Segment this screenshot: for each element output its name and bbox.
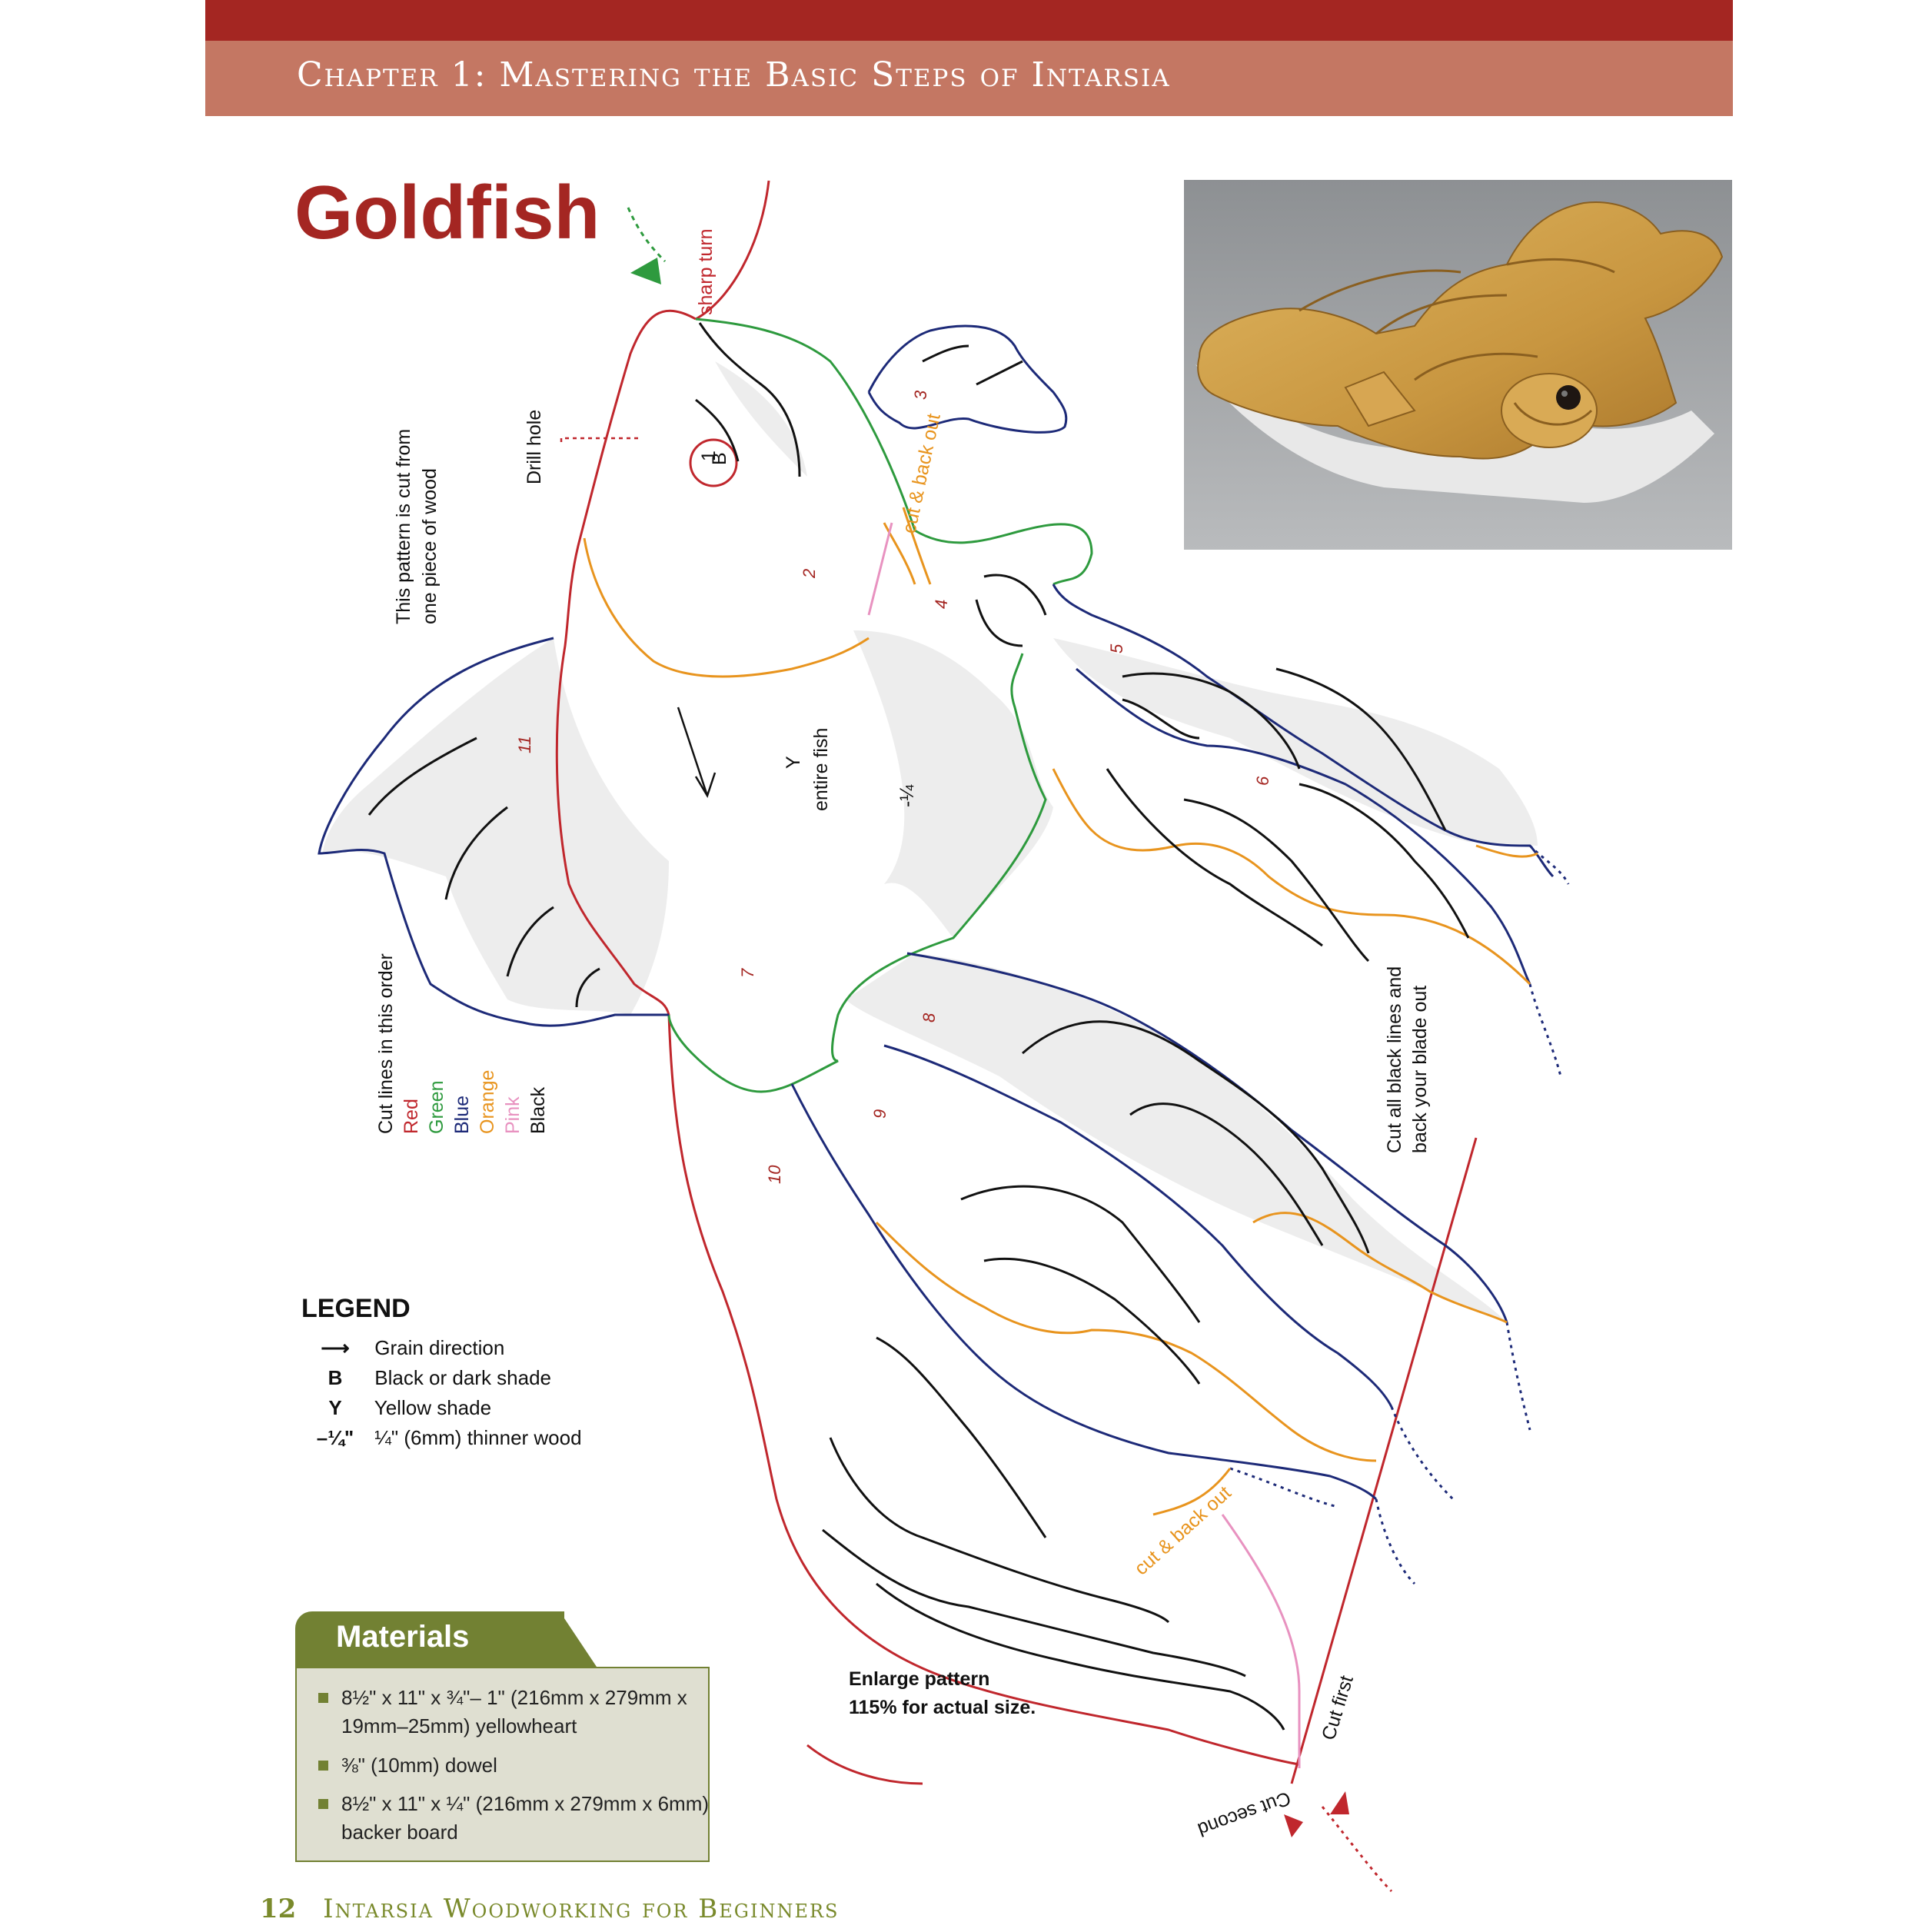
piece-number-2: 2 [800,569,819,579]
grain-direction-arrow [677,707,717,798]
cut-back-out-label-top: cut & back out [898,411,944,535]
one-piece-note-line1: This pattern is cut from [393,429,414,624]
pattern-shading [323,361,1538,1322]
legend-row-black: B Black or dark shade [301,1366,551,1390]
cut-first-arrow [1330,1791,1349,1814]
drill-hole-leader [560,437,638,442]
legend-text: ¼" (6mm) thinner wood [374,1426,582,1449]
piece-number-6: 6 [1253,776,1272,786]
legend-row-thinner: –¼" ¼" (6mm) thinner wood [301,1426,582,1450]
cut-order-orange: Orange [477,1070,498,1134]
square-bullet-icon [318,1693,328,1703]
piece-number-10: 10 [765,1165,784,1184]
cut-order-list: Cut lines in this order Red Green Blue O… [375,953,549,1134]
square-bullet-icon [318,1761,328,1771]
piece-number-7: 7 [738,968,757,978]
piece-number-8: 8 [919,1013,939,1023]
orange-cut-lines [583,522,1538,1516]
one-piece-note-line2: one piece of wood [419,468,441,624]
legend-title: LEGEND [301,1294,411,1323]
enlarge-line2: 115% for actual size. [849,1697,1036,1718]
legend-row-yellow: Y Yellow shade [301,1396,491,1420]
cut-second-arrow [1284,1814,1303,1837]
green-start-dotted [627,207,667,263]
cut-order-pink: Pink [502,1096,524,1134]
green-start-arrow [630,258,661,284]
cut-second-label: Cut second [1195,1787,1293,1841]
pink-cut-lines [867,522,1301,1768]
materials-tab [295,1611,564,1667]
legend: LEGEND ⟶ Grain direction B Black or dark… [301,1294,582,1449]
cut-order-green: Green [426,1081,447,1134]
sharp-turn-label: sharp turn [695,228,717,315]
materials-title: Materials [336,1620,470,1654]
chapter-title: Chapter 1: Mastering the Basic Steps of … [297,55,1171,95]
cut-black-lines-note-line2: back your blade out [1409,986,1431,1153]
entire-fish-y: Y [783,756,804,769]
drill-hole-shade: B [709,452,730,465]
piece-number-4: 4 [932,600,951,609]
cut-back-out-label-bottom: cut & back out [1130,1482,1235,1580]
square-bullet-icon [318,1799,328,1809]
cut-order-blue: Blue [451,1096,473,1134]
enlarge-line1: Enlarge pattern [849,1668,990,1690]
page-footer: 12 Intarsia Woodworking for Beginners [260,1894,839,1924]
blue-cut-lines [318,324,1555,1501]
piece-number-3: 3 [911,390,930,400]
page-title: Goldfish [294,170,600,254]
red-end-dotted [1321,1806,1393,1893]
legend-symbol: Y [328,1396,342,1419]
cut-order-black: Black [527,1086,549,1134]
orange-back-out-line [902,507,932,585]
black-cut-lines [367,322,1470,1731]
green-cut-lines [667,318,1093,1093]
legend-row-grain: ⟶ Grain direction [301,1336,504,1360]
goldfish-photo [1184,180,1732,550]
legend-symbol: B [328,1366,343,1389]
materials-list: 8½" x 11" x ¾"– 1" (216mm x 279mm x 19mm… [295,1667,710,1862]
header-top-bar [205,0,1733,41]
page-number: 12 [260,1894,297,1924]
chapter-header-bar [205,41,1733,116]
grain-arrow-icon: ⟶ [321,1336,350,1359]
enlarge-note: Enlarge pattern 115% for actual size. [849,1665,1036,1722]
legend-text: Yellow shade [374,1396,492,1419]
cut-order-red: Red [401,1099,422,1134]
legend-text: Black or dark shade [374,1366,552,1389]
drill-hole-label: Drill hole [524,410,545,484]
piece-number-5: 5 [1107,643,1126,653]
entire-fish-label: entire fish [810,728,832,811]
cut-black-lines-note-line1: Cut all black lines and [1384,966,1405,1153]
legend-text: Grain direction [374,1336,505,1359]
materials-tab-edge [560,1611,597,1667]
legend-symbol: –¼" [316,1426,354,1449]
thinner-wood-label: -¼ [896,784,918,807]
cut-first-label: Cut first [1318,1673,1358,1743]
piece-number-11: 11 [515,736,534,753]
piece-number-9: 9 [870,1109,890,1119]
drill-hole-number: 1 [698,451,720,461]
dotted-exit-lines [1229,844,1570,1585]
cut-order-heading: Cut lines in this order [375,953,397,1134]
book-title: Intarsia Woodworking for Beginners [323,1894,840,1924]
